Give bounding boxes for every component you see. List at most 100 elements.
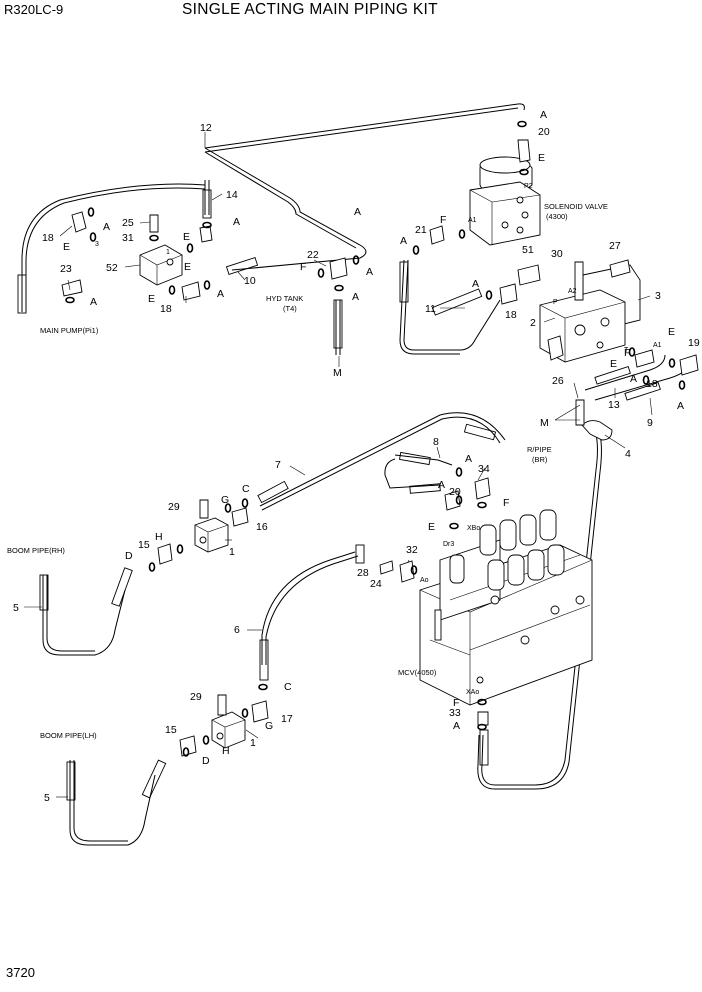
callout-e-12: E bbox=[183, 231, 190, 243]
callout-c-rh: C bbox=[242, 483, 250, 495]
callout-12: 12 bbox=[200, 122, 212, 134]
note-solenoid: SOLENOID VALVE bbox=[544, 202, 608, 211]
callout-m-right: M bbox=[540, 417, 549, 429]
note-boom-rh: BOOM PIPE(RH) bbox=[7, 546, 65, 555]
callout-labels: 12 14 25 31 18 E A 52 23 E A 18 E A 10 2… bbox=[13, 109, 700, 804]
model-number: R320LC-9 bbox=[4, 2, 64, 17]
callout-f-right: F bbox=[624, 347, 630, 359]
callout-9: 9 bbox=[647, 417, 653, 429]
callout-32: 32 bbox=[406, 544, 418, 556]
callout-5-lh: 5 bbox=[44, 792, 50, 804]
callout-1-lh: 1 bbox=[250, 737, 256, 749]
callout-f-21: F bbox=[440, 214, 446, 226]
o-rings bbox=[65, 120, 686, 757]
note-hyd-tank-code: (T4) bbox=[283, 304, 297, 313]
callout-a-block: A bbox=[217, 288, 224, 300]
port-xao: XAo bbox=[466, 689, 479, 696]
callout-29-lh: 29 bbox=[190, 691, 202, 703]
callout-8: 8 bbox=[433, 436, 439, 448]
callout-23: 23 bbox=[60, 263, 72, 275]
callout-a-tank-2: A bbox=[352, 291, 359, 303]
callout-5-rh: 5 bbox=[13, 602, 19, 614]
callout-4: 4 bbox=[625, 448, 631, 460]
callout-19: 19 bbox=[688, 337, 700, 349]
callout-a-13: A bbox=[630, 373, 637, 385]
note-r-pipe: R/PIPE bbox=[527, 445, 552, 454]
callout-a-8: A bbox=[465, 453, 472, 465]
callout-a-20: A bbox=[438, 479, 445, 491]
port-3: 3 bbox=[95, 241, 99, 248]
callout-7: 7 bbox=[275, 459, 281, 471]
callout-33: 33 bbox=[449, 707, 461, 719]
callout-51: 51 bbox=[522, 244, 534, 256]
callout-28: 28 bbox=[357, 567, 369, 579]
callout-14: 14 bbox=[226, 189, 238, 201]
port-a1b: A1 bbox=[653, 342, 662, 349]
callout-21: 21 bbox=[415, 224, 427, 236]
callout-g-rh: G bbox=[221, 494, 229, 506]
callout-26: 26 bbox=[552, 375, 564, 387]
clamp-4 bbox=[581, 420, 613, 441]
callout-15-lh: 15 bbox=[165, 724, 177, 736]
block-1-lh bbox=[211, 711, 246, 749]
callout-1-rh: 1 bbox=[229, 546, 235, 558]
callout-20-mid: 20 bbox=[449, 486, 461, 498]
callout-e-top: E bbox=[538, 152, 545, 164]
callout-f-mcv: F bbox=[453, 697, 459, 709]
callout-22: 22 bbox=[307, 249, 319, 261]
notes: SOLENOID VALVE (4300) MAIN PUMP(Pi1) HYD… bbox=[7, 202, 608, 740]
port-t: T bbox=[624, 347, 629, 354]
note-boom-lh: BOOM PIPE(LH) bbox=[40, 731, 97, 740]
callout-a-mcv: A bbox=[453, 720, 460, 732]
page-title: SINGLE ACTING MAIN PIPING KIT bbox=[182, 1, 438, 18]
main-control-valve bbox=[419, 509, 593, 706]
callout-e-19: E bbox=[668, 326, 675, 338]
callout-10: 10 bbox=[244, 275, 256, 287]
port-p: P bbox=[553, 299, 558, 306]
callout-a-pump: A bbox=[90, 296, 97, 308]
callout-25: 25 bbox=[122, 217, 134, 229]
callout-a-top: A bbox=[540, 109, 547, 121]
callout-52: 52 bbox=[106, 262, 118, 274]
callout-h-rh: H bbox=[155, 531, 163, 543]
callout-15-rh: 15 bbox=[138, 539, 150, 551]
leader-lines bbox=[24, 132, 653, 798]
callout-f-mid: F bbox=[503, 497, 509, 509]
page-number: 3720 bbox=[6, 965, 35, 980]
callout-e-mid: E bbox=[148, 293, 155, 305]
callout-c-lh: C bbox=[284, 681, 292, 693]
port-dr3: Dr3 bbox=[443, 541, 454, 548]
callout-18-left: 18 bbox=[42, 232, 54, 244]
callout-m-tank: M bbox=[333, 367, 342, 379]
callout-31: 31 bbox=[122, 232, 134, 244]
callout-d-rh: D bbox=[125, 550, 133, 562]
callout-2: 2 bbox=[530, 317, 536, 329]
port-p2: P2 bbox=[524, 183, 533, 190]
callout-18-mid: 18 bbox=[160, 303, 172, 315]
callout-a-12: A bbox=[354, 206, 361, 218]
mcv-spools bbox=[449, 509, 565, 591]
callout-27: 27 bbox=[609, 240, 621, 252]
note-solenoid-code: (4300) bbox=[546, 212, 568, 221]
hoses bbox=[17, 189, 661, 801]
port-ao: Ao bbox=[420, 577, 429, 584]
block-1-rh bbox=[194, 517, 229, 553]
callout-e-left: E bbox=[63, 241, 70, 253]
note-r-pipe-code: (BR) bbox=[532, 455, 548, 464]
callout-29-rh: 29 bbox=[168, 501, 180, 513]
callout-20-top: 20 bbox=[538, 126, 550, 138]
port-labels: P2 A1 A2 P T A1 XBo Dr3 Ao XAo 1 3 bbox=[95, 183, 662, 696]
port-a2: A2 bbox=[568, 288, 577, 295]
callout-g-lh: G bbox=[265, 720, 273, 732]
callout-34: 34 bbox=[478, 463, 490, 475]
callout-d-lh: D bbox=[202, 755, 210, 767]
solenoid-valve bbox=[469, 156, 541, 246]
note-main-pump: MAIN PUMP(Pi1) bbox=[40, 326, 99, 335]
callout-18-11: 18 bbox=[505, 309, 517, 321]
callout-3: 3 bbox=[655, 290, 661, 302]
callout-a-tank-1: A bbox=[366, 266, 373, 278]
note-mcv: MCV(4050) bbox=[398, 668, 437, 677]
callout-13: 13 bbox=[608, 399, 620, 411]
callout-18-right: 18 bbox=[646, 378, 658, 390]
